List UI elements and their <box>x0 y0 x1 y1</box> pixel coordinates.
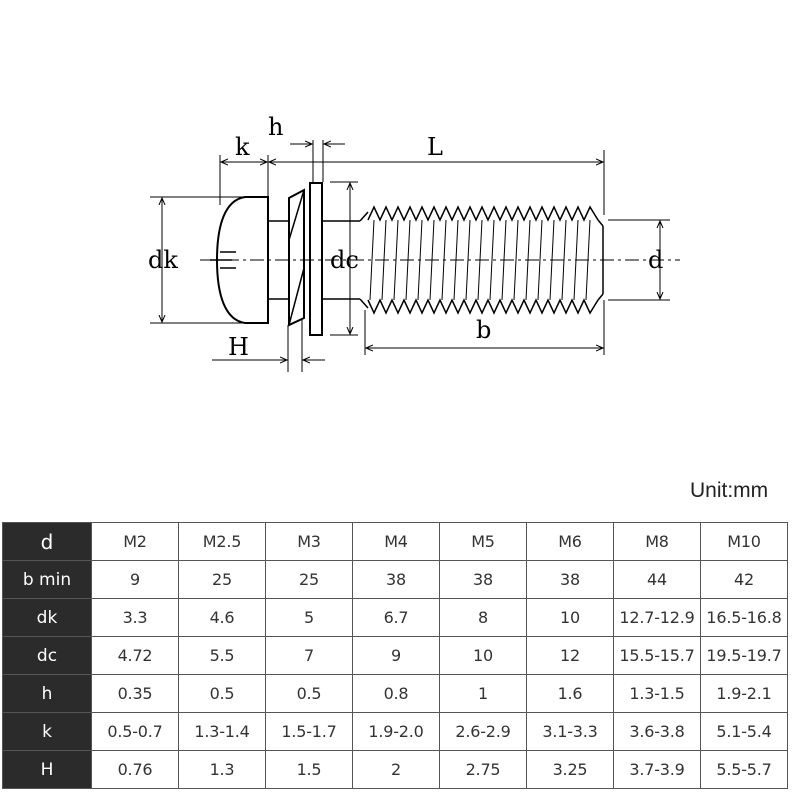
row-header: d <box>2 522 92 561</box>
table-cell: 12.7-12.9 <box>613 598 701 637</box>
table-cell: 1 <box>439 674 527 713</box>
table-cell: 0.35 <box>91 674 179 713</box>
table-cell: 1.5 <box>265 750 353 789</box>
table-cell: M3 <box>265 522 353 561</box>
label-b: b <box>476 316 491 344</box>
label-h: h <box>268 113 283 141</box>
table-cell: 4.6 <box>178 598 266 637</box>
label-dc: dc <box>330 246 359 274</box>
label-k: k <box>235 133 250 161</box>
table-cell: 38 <box>439 560 527 599</box>
spring-washer <box>288 188 305 327</box>
table-cell: 2.75 <box>439 750 527 789</box>
table-cell: 1.5-1.7 <box>265 712 353 751</box>
table-cell: 1.9-2.0 <box>352 712 440 751</box>
table-cell: 38 <box>352 560 440 599</box>
table-cell: 44 <box>613 560 701 599</box>
table-cell: 15.5-15.7 <box>613 636 701 675</box>
table-cell: M10 <box>700 522 788 561</box>
label-L: L <box>427 133 443 161</box>
row-header: b min <box>2 560 92 599</box>
label-dk: dk <box>148 246 178 274</box>
screw-dimension-drawing: h k L dk dc d H b <box>148 113 680 372</box>
table-cell: 1.3 <box>178 750 266 789</box>
table-cell: M2.5 <box>178 522 266 561</box>
table-cell: 0.5 <box>265 674 353 713</box>
table-cell: 25 <box>178 560 266 599</box>
table-cell: 3.1-3.3 <box>526 712 614 751</box>
table-cell: 0.5-0.7 <box>91 712 179 751</box>
table-cell: M2 <box>91 522 179 561</box>
row-header: dk <box>2 598 92 637</box>
table-cell: 0.5 <box>178 674 266 713</box>
table-cell: 12 <box>526 636 614 675</box>
table-cell: 1.3-1.4 <box>178 712 266 751</box>
row-header: H <box>2 750 92 789</box>
row-header: h <box>2 674 92 713</box>
table-cell: 1.3-1.5 <box>613 674 701 713</box>
table-cell: 5.5-5.7 <box>700 750 788 789</box>
table-cell: M4 <box>352 522 440 561</box>
flat-washer <box>309 182 323 336</box>
label-H: H <box>228 333 249 361</box>
table-cell: 4.72 <box>91 636 179 675</box>
table-cell: 3.25 <box>526 750 614 789</box>
table-cell: 2 <box>352 750 440 789</box>
table-cell: 1.6 <box>526 674 614 713</box>
table-cell: 2.6-2.9 <box>439 712 527 751</box>
table-cell: 5.5 <box>178 636 266 675</box>
table-cell: 7 <box>265 636 353 675</box>
table-cell: 38 <box>526 560 614 599</box>
table-cell: M5 <box>439 522 527 561</box>
table-cell: M8 <box>613 522 701 561</box>
dimension-lines <box>162 144 660 360</box>
table-cell: 10 <box>526 598 614 637</box>
table-cell: 5.1-5.4 <box>700 712 788 751</box>
row-header: dc <box>2 636 92 675</box>
table-cell: 6.7 <box>352 598 440 637</box>
table-cell: 16.5-16.8 <box>700 598 788 637</box>
table-cell: 5 <box>265 598 353 637</box>
table-cell: 42 <box>700 560 788 599</box>
table-cell: M6 <box>526 522 614 561</box>
table-cell: 3.7-3.9 <box>613 750 701 789</box>
table-cell: 3.6-3.8 <box>613 712 701 751</box>
label-d: d <box>648 246 663 274</box>
table-cell: 25 <box>265 560 353 599</box>
table-cell: 19.5-19.7 <box>700 636 788 675</box>
unit-label: Unit:mm <box>690 479 769 502</box>
table-cell: 0.8 <box>352 674 440 713</box>
table-cell: 10 <box>439 636 527 675</box>
row-header: k <box>2 712 92 751</box>
table-cell: 3.3 <box>91 598 179 637</box>
table-cell: 9 <box>91 560 179 599</box>
table-cell: 1.9-2.1 <box>700 674 788 713</box>
table-cell: 9 <box>352 636 440 675</box>
table-cell: 8 <box>439 598 527 637</box>
table-cell: 0.76 <box>91 750 179 789</box>
